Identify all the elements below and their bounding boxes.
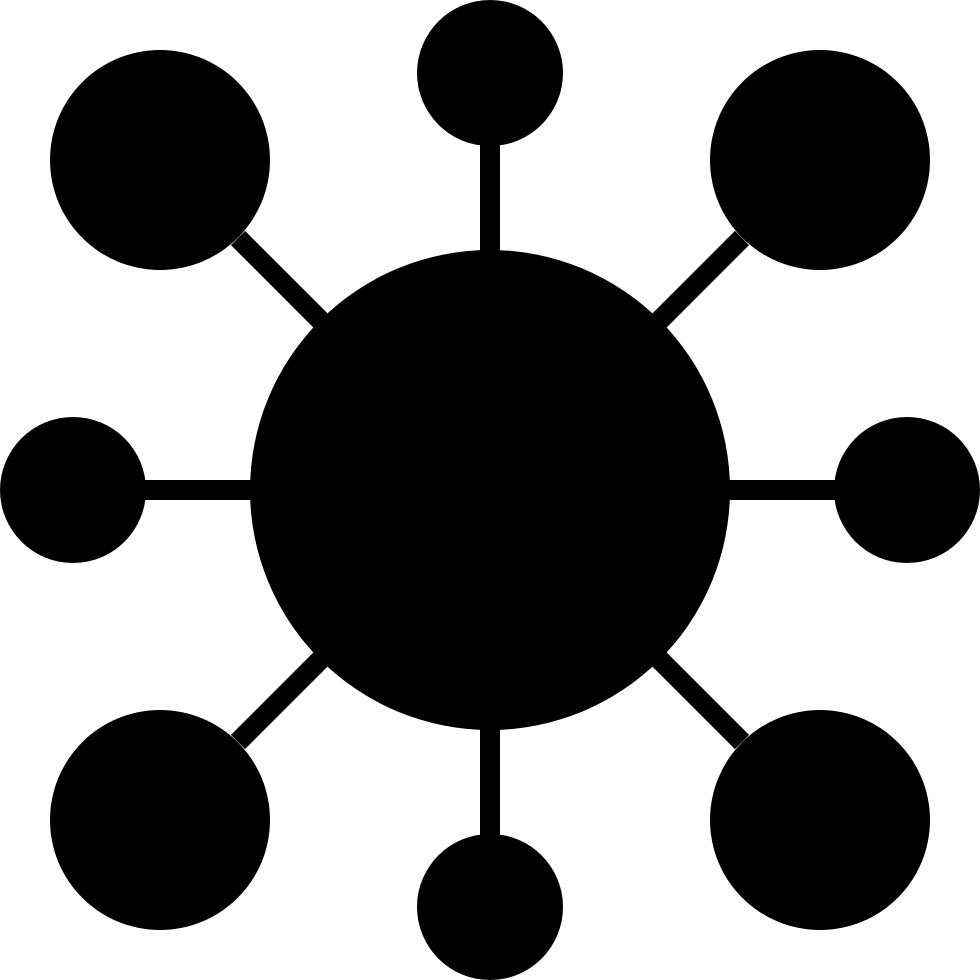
node-left bbox=[0, 417, 146, 563]
node-bottom-left bbox=[50, 710, 270, 930]
connector-lines bbox=[145, 145, 835, 835]
node-bottom-right bbox=[710, 710, 930, 930]
center-hub-node bbox=[250, 250, 730, 730]
connector-top-left bbox=[230, 230, 333, 333]
node-bottom bbox=[417, 834, 563, 980]
connector-bottom-right bbox=[647, 647, 750, 750]
node-top-right bbox=[710, 50, 930, 270]
node-top bbox=[417, 0, 563, 146]
connector-bottom-left bbox=[230, 647, 333, 750]
connector-top-right bbox=[647, 230, 750, 333]
node-top-left bbox=[50, 50, 270, 270]
node-right bbox=[834, 417, 980, 563]
